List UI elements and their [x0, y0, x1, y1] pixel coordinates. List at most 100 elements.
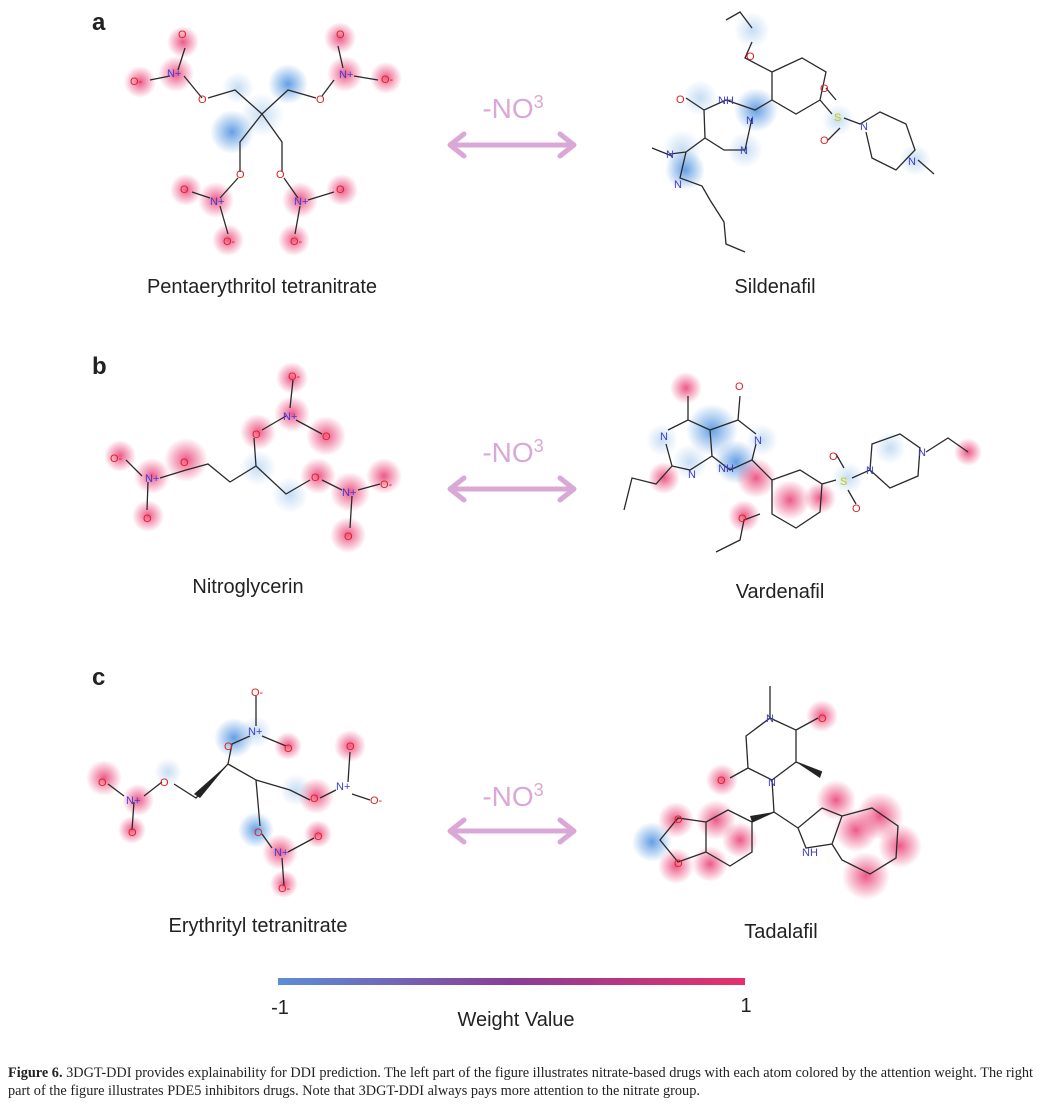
- attention-heatmap: [632, 700, 922, 900]
- svg-text:O: O: [178, 29, 187, 41]
- atom-labels: O O- N+ O O O- N+ O O O O N+ O- O N+ O-: [130, 29, 394, 248]
- svg-text:N: N: [908, 156, 916, 168]
- svg-text:O: O: [252, 429, 261, 441]
- svg-text:N: N: [660, 431, 668, 443]
- svg-text:-NO3: -NO3: [482, 436, 543, 468]
- svg-text:S: S: [834, 112, 841, 124]
- atom-labels: O N N N NH S O O N N O: [660, 381, 926, 525]
- svg-text:O: O: [322, 431, 331, 443]
- molecule-nitroglycerin: O- N+ O O O- N+ O O O N+ O- O: [104, 362, 402, 553]
- svg-text:O: O: [820, 83, 829, 95]
- svg-text:O: O: [143, 513, 152, 525]
- svg-text:O: O: [829, 451, 838, 463]
- svg-text:O: O: [128, 827, 137, 839]
- svg-text:O: O: [198, 94, 207, 106]
- svg-text:N: N: [740, 145, 748, 157]
- drug-name-right-c: Tadalafil: [744, 921, 817, 943]
- svg-text:O: O: [674, 814, 683, 826]
- svg-text:O: O: [820, 135, 829, 147]
- svg-text:N+: N+: [167, 68, 181, 80]
- svg-text:N+: N+: [248, 726, 262, 738]
- drug-name-left-b: Nitroglycerin: [192, 576, 303, 598]
- svg-text:N+: N+: [274, 847, 288, 859]
- svg-text:O-: O-: [370, 795, 383, 807]
- colorbar: -1 1 Weight Value: [271, 978, 752, 1031]
- svg-text:O: O: [336, 184, 345, 196]
- svg-text:O: O: [852, 503, 861, 515]
- svg-text:N+: N+: [210, 196, 224, 208]
- svg-text:N: N: [918, 447, 926, 459]
- colorbar-gradient: [278, 978, 745, 985]
- atom-labels: N O O N O O NH: [674, 713, 827, 870]
- panel-letter-a: a: [92, 9, 106, 36]
- drug-name-right-b: Vardenafil: [736, 581, 825, 603]
- svg-text:NH: NH: [802, 847, 818, 859]
- svg-text:O-: O-: [130, 76, 143, 88]
- svg-text:O: O: [180, 457, 189, 469]
- svg-text:O: O: [674, 858, 683, 870]
- figure-caption: Figure 6. 3DGT-DDI provides explainabili…: [8, 1064, 1058, 1100]
- svg-text:N+: N+: [145, 473, 159, 485]
- bonds: [659, 686, 899, 875]
- svg-text:N: N: [754, 435, 762, 447]
- svg-text:O: O: [346, 741, 355, 753]
- svg-text:O: O: [316, 94, 325, 106]
- svg-text:N+: N+: [339, 69, 353, 81]
- bonds: [107, 696, 371, 887]
- bonds: [149, 45, 379, 235]
- colorbar-min-label: -1: [271, 997, 289, 1019]
- atom-labels: O- N+ O O O- N+ O O O N+ O- O: [110, 371, 393, 543]
- svg-text:N: N: [666, 149, 674, 161]
- svg-text:NH: NH: [718, 463, 734, 475]
- svg-text:N: N: [688, 469, 696, 481]
- svg-text:N+: N+: [294, 196, 308, 208]
- svg-text:O: O: [676, 94, 685, 106]
- svg-text:O-: O-: [278, 883, 291, 895]
- svg-text:O: O: [160, 777, 169, 789]
- svg-text:O: O: [236, 169, 245, 181]
- svg-text:S: S: [840, 476, 847, 488]
- drug-name-right-a: Sildenafil: [734, 276, 815, 298]
- molecule-pentaerythritol-tetranitrate: O O- N+ O O O- N+ O O O O N+ O- O N+ O-: [124, 22, 402, 256]
- svg-text:O-: O-: [251, 687, 264, 699]
- svg-text:O: O: [818, 713, 827, 725]
- svg-text:O-: O-: [288, 371, 301, 383]
- svg-text:O: O: [180, 184, 189, 196]
- svg-text:O: O: [336, 29, 345, 41]
- atom-labels: O- N+ O O O N+ O O O N+ O O- O N+ O O-: [98, 687, 383, 895]
- panel-letter-c: c: [92, 664, 105, 691]
- svg-text:O: O: [314, 831, 323, 843]
- colorbar-title: Weight Value: [457, 1009, 574, 1031]
- drug-name-left-c: Erythrityl tetranitrate: [169, 915, 348, 937]
- svg-text:O-: O-: [381, 74, 394, 86]
- attention-heatmap: [124, 22, 402, 256]
- panel-letter-b: b: [92, 353, 107, 380]
- svg-text:N+: N+: [283, 411, 297, 423]
- colorbar-max-label: 1: [740, 995, 751, 1017]
- molecule-erythrityl-tetranitrate: O- N+ O O O N+ O O O N+ O O- O N+ O O-: [86, 687, 383, 898]
- atom-labels: O O NH N N N N S O O N N: [666, 51, 916, 191]
- svg-text:N: N: [766, 713, 774, 725]
- double-arrow-b: -NO3: [447, 436, 577, 503]
- svg-text:N: N: [746, 115, 754, 127]
- molecule-sildenafil: O O NH N N N N S O O N N: [651, 11, 935, 253]
- svg-text:O-: O-: [290, 236, 303, 248]
- attention-heatmap: [646, 372, 982, 532]
- svg-text:O: O: [98, 777, 107, 789]
- svg-text:NH: NH: [718, 95, 734, 107]
- svg-text:N: N: [768, 777, 776, 789]
- bonds: [623, 395, 969, 553]
- molecule-tadalafil: N O O N O O NH: [632, 686, 922, 900]
- svg-text:O: O: [738, 513, 747, 525]
- drug-name-left-a: Pentaerythritol tetranitrate: [147, 276, 377, 298]
- svg-text:O: O: [311, 472, 320, 484]
- svg-text:-NO3: -NO3: [482, 780, 543, 812]
- svg-text:O: O: [735, 381, 744, 393]
- svg-text:N: N: [866, 465, 874, 477]
- svg-text:N: N: [860, 121, 868, 133]
- svg-text:O-: O-: [223, 236, 236, 248]
- svg-text:O-: O-: [380, 479, 393, 491]
- bonds: [651, 11, 935, 253]
- svg-text:N+: N+: [342, 487, 356, 499]
